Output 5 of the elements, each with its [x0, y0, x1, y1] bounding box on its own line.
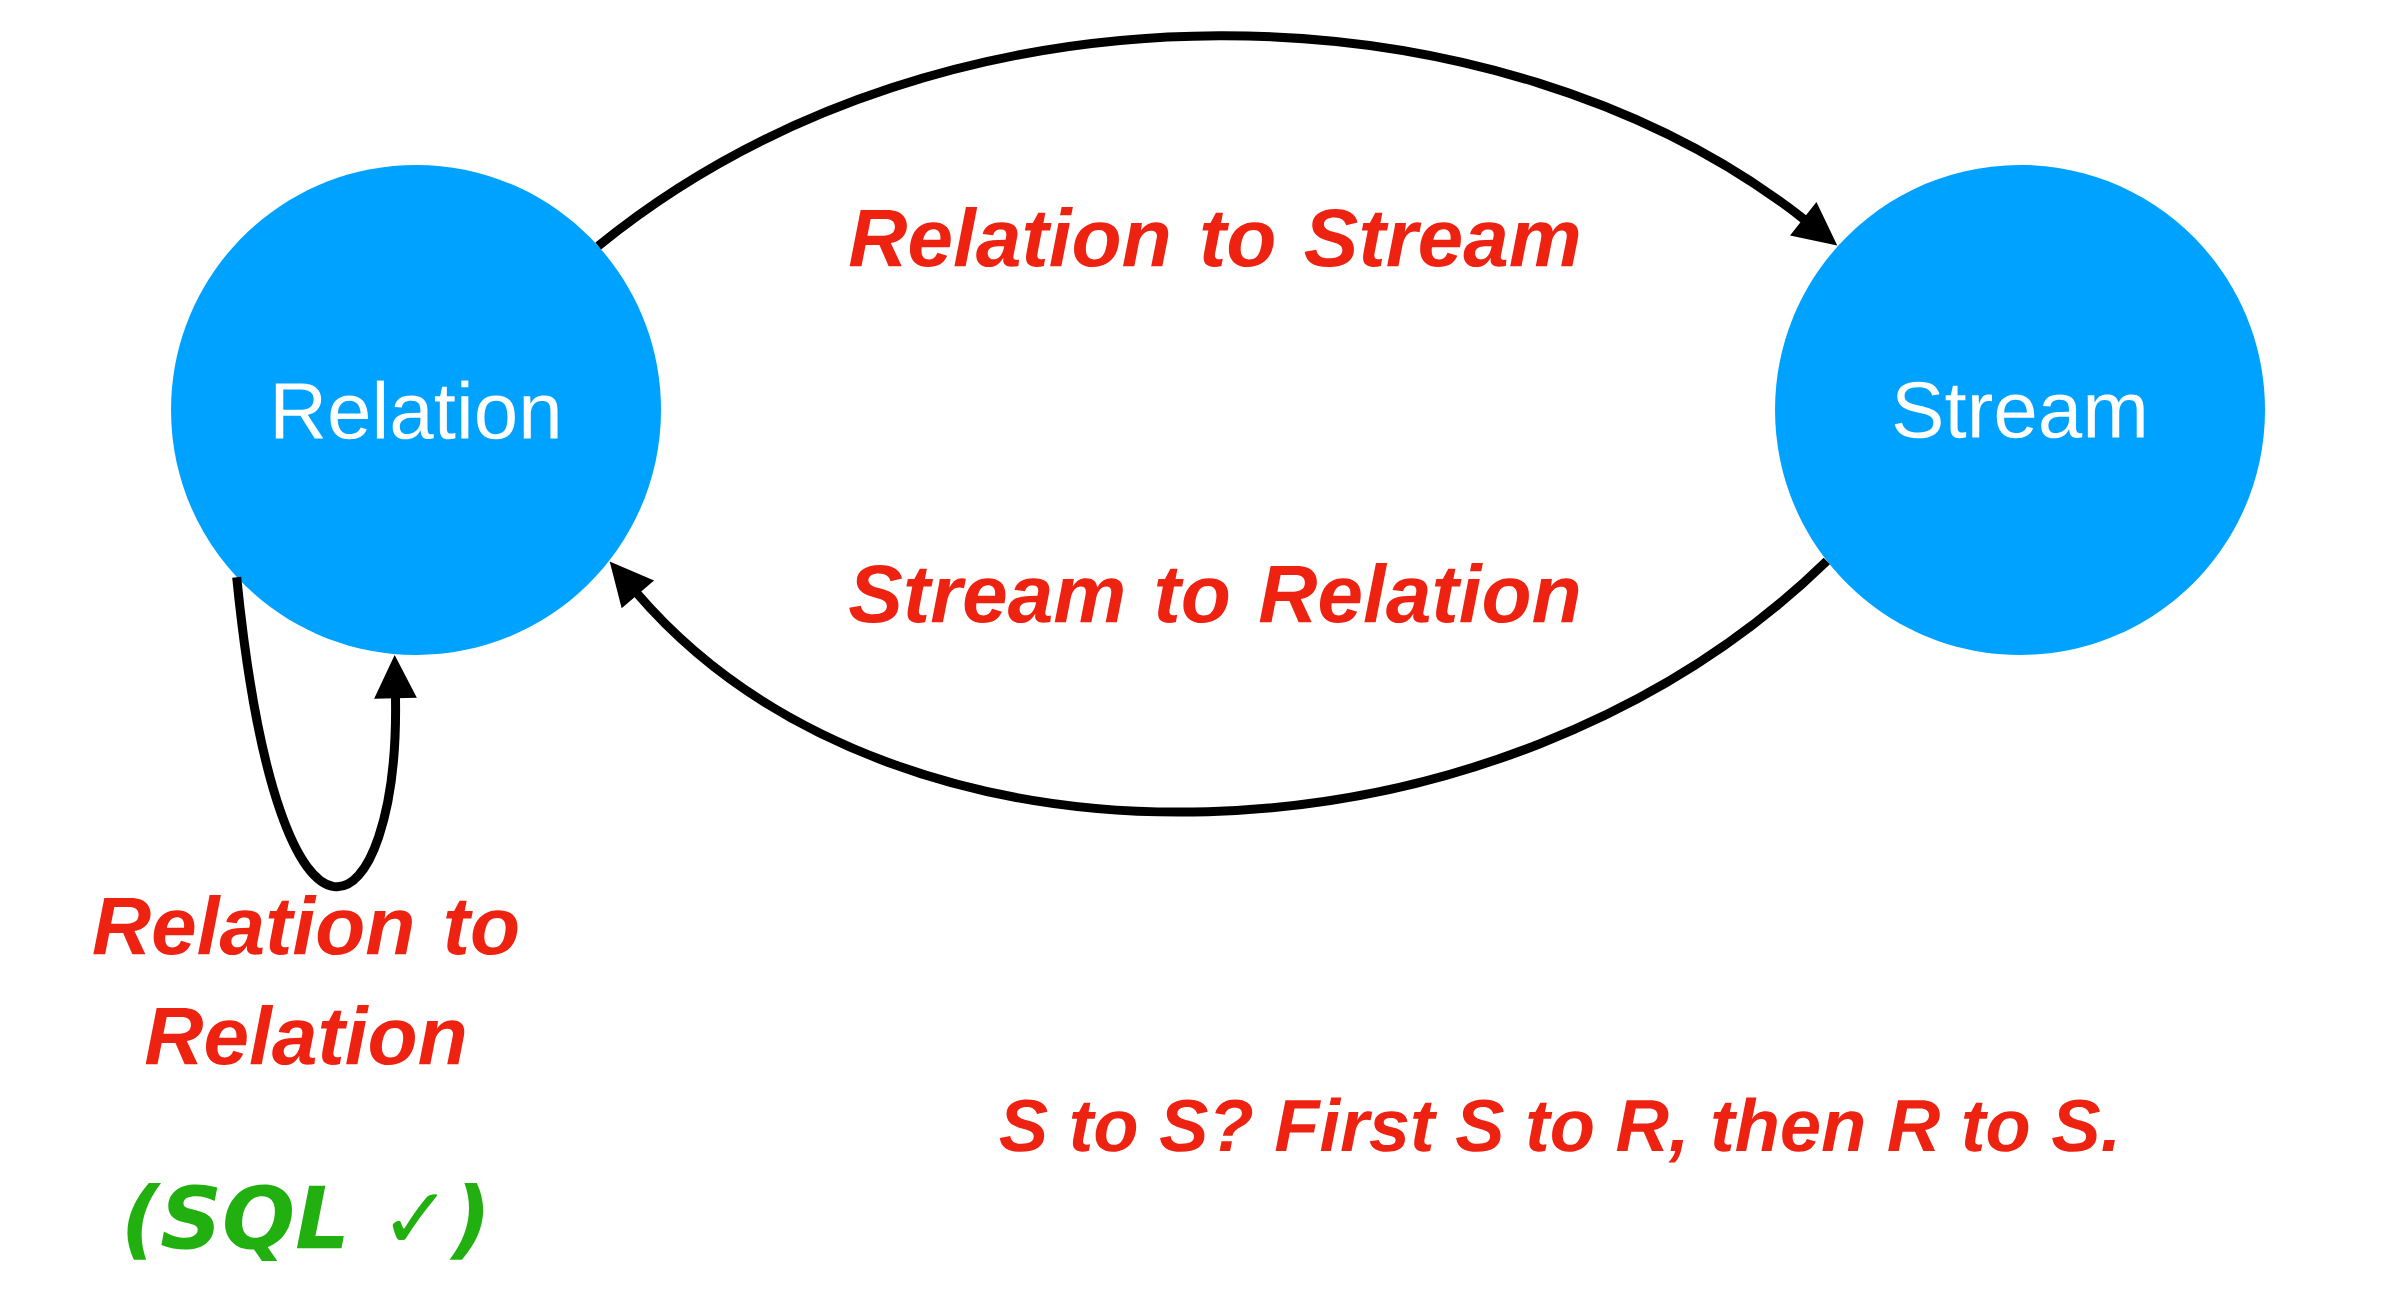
edge-label: Relation to Stream: [849, 206, 1579, 268]
note-text: S to S? First S to R, then R to S.: [999, 1097, 2115, 1163]
check-note: (SQL ✓): [127, 1183, 484, 1261]
edge-label: Relation to Relation: [93, 894, 518, 1066]
edge-label: Stream to Relation: [849, 562, 1579, 624]
